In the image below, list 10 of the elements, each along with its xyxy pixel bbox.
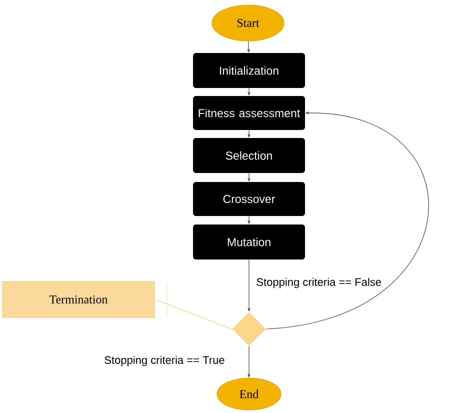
edge-label: Stopping criteria == False	[255, 276, 383, 290]
callout-box: Termination	[2, 281, 155, 318]
process-box: Initialization	[193, 53, 305, 88]
process-box: Fitness assessment	[193, 96, 305, 130]
process-box: Crossover	[193, 182, 305, 216]
leader-line	[154, 299, 232, 330]
edge-label: Stopping criteria == True	[103, 354, 226, 368]
process-box: Selection	[193, 138, 305, 173]
decision-diamond	[232, 312, 266, 346]
process-box: Mutation	[193, 224, 305, 260]
